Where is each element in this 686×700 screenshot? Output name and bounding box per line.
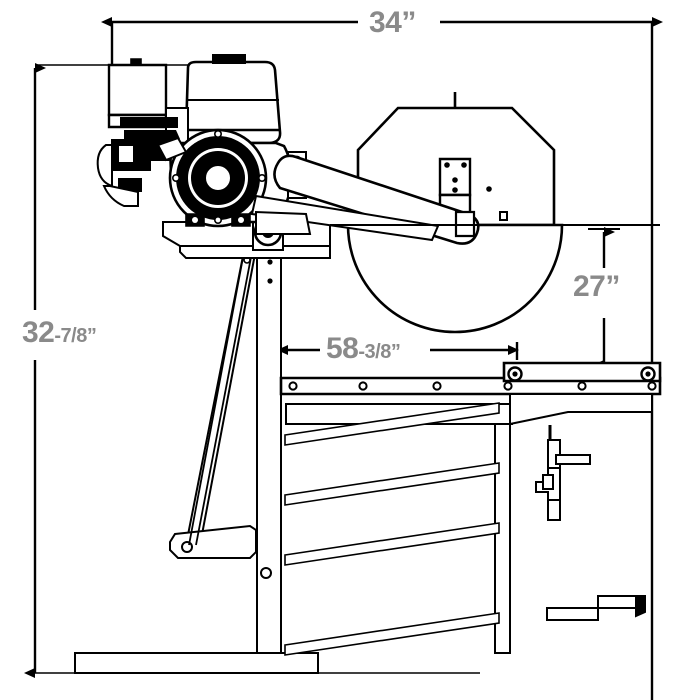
drive-belt <box>188 251 253 546</box>
roller-track <box>502 361 662 383</box>
crank-handle <box>535 425 591 521</box>
base-foot <box>74 652 319 674</box>
frame-leg-left <box>256 242 282 654</box>
deck-braces <box>284 402 513 656</box>
table-skirt <box>509 393 653 426</box>
dimension-value-height: 32 <box>22 316 55 349</box>
machine-assembly <box>74 54 662 674</box>
dimension-value-width: 34 <box>369 6 402 39</box>
air-filter-housing <box>107 58 168 129</box>
dimension-overall-width <box>101 17 663 700</box>
dimension-value-table-height: 27 <box>573 270 606 303</box>
dimension-unit-width: ” <box>401 6 416 39</box>
dimension-label-table-height: 27” <box>573 272 620 302</box>
carburetor-linkage <box>96 117 180 207</box>
dimension-value-length: 58 <box>326 332 359 365</box>
dimension-label-overall-width: 34” <box>369 8 416 38</box>
dimension-label-overall-height: 32-7/8” <box>22 316 97 349</box>
dimension-fraction-length: -3/8” <box>358 341 401 363</box>
outfeed-bar <box>546 595 646 621</box>
exhaust-arm <box>250 154 480 245</box>
dimension-fraction-height: -7/8” <box>54 325 97 347</box>
dimension-table-height <box>588 227 620 370</box>
gas-engine <box>96 54 307 228</box>
fuel-tank <box>184 54 282 145</box>
saw-blade <box>346 223 564 334</box>
choke-lever <box>156 136 188 162</box>
recoil-starter-fan <box>168 128 293 228</box>
dimension-unit-table-height: ” <box>605 270 620 303</box>
dimension-label-overall-length: 58-3/8” <box>326 332 401 365</box>
